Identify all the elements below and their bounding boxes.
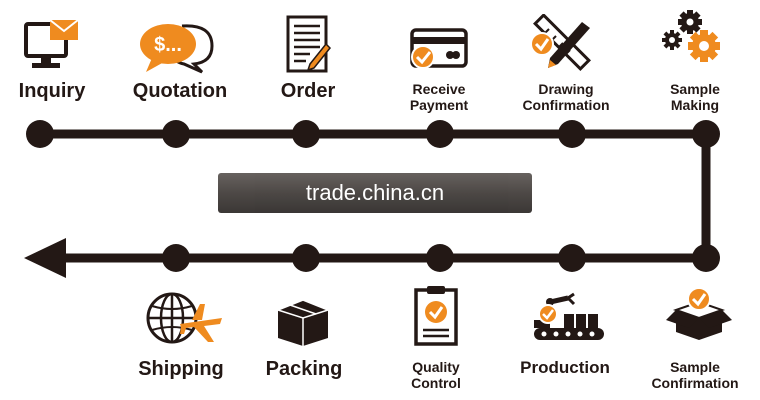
step-label-quotation: Quotation bbox=[132, 80, 228, 102]
globe-airplane-icon bbox=[146, 292, 222, 344]
flow-node-3 bbox=[292, 120, 320, 148]
credit-card-check-icon bbox=[410, 28, 468, 69]
step-label-receive-payment: Receive Payment bbox=[409, 81, 469, 113]
email-computer-icon bbox=[24, 19, 79, 68]
watermark-banner: trade.china.cn bbox=[218, 173, 532, 213]
step-label-inquiry: Inquiry bbox=[18, 80, 86, 102]
clipboard-check-icon bbox=[414, 286, 458, 346]
step-label-quality-control: Quality Control bbox=[411, 359, 461, 391]
flow-node-1 bbox=[26, 120, 54, 148]
step-label-order: Order bbox=[280, 80, 336, 102]
gears-icon bbox=[662, 10, 720, 62]
flow-node-11 bbox=[162, 244, 190, 272]
flow-node-9 bbox=[426, 244, 454, 272]
flow-node-10 bbox=[292, 244, 320, 272]
flow-node-8 bbox=[558, 244, 586, 272]
package-box-icon bbox=[275, 299, 331, 346]
box-check-icon bbox=[666, 287, 732, 340]
step-label-production: Production bbox=[520, 358, 610, 377]
step-label-drawing-confirmation: Drawing Confirmation bbox=[522, 81, 610, 113]
flow-node-4 bbox=[426, 120, 454, 148]
step-label-packing: Packing bbox=[265, 358, 343, 380]
flow-arrowhead bbox=[24, 238, 66, 278]
pencil-ruler-icon bbox=[530, 14, 591, 71]
robot-arm-conveyor-icon bbox=[534, 292, 604, 340]
svg-text:$...: $... bbox=[154, 34, 182, 56]
flow-node-2 bbox=[162, 120, 190, 148]
flow-line bbox=[40, 129, 711, 263]
step-label-shipping: Shipping bbox=[138, 358, 224, 380]
order-document-icon bbox=[286, 15, 332, 73]
step-label-sample-making: Sample Making bbox=[670, 81, 720, 113]
price-chat-bubbles-icon: $... bbox=[140, 24, 214, 74]
step-label-sample-confirmation: Sample Confirmation bbox=[651, 359, 739, 391]
flow-node-6 bbox=[692, 120, 720, 148]
flow-node-7 bbox=[692, 244, 720, 272]
flow-node-5 bbox=[558, 120, 586, 148]
